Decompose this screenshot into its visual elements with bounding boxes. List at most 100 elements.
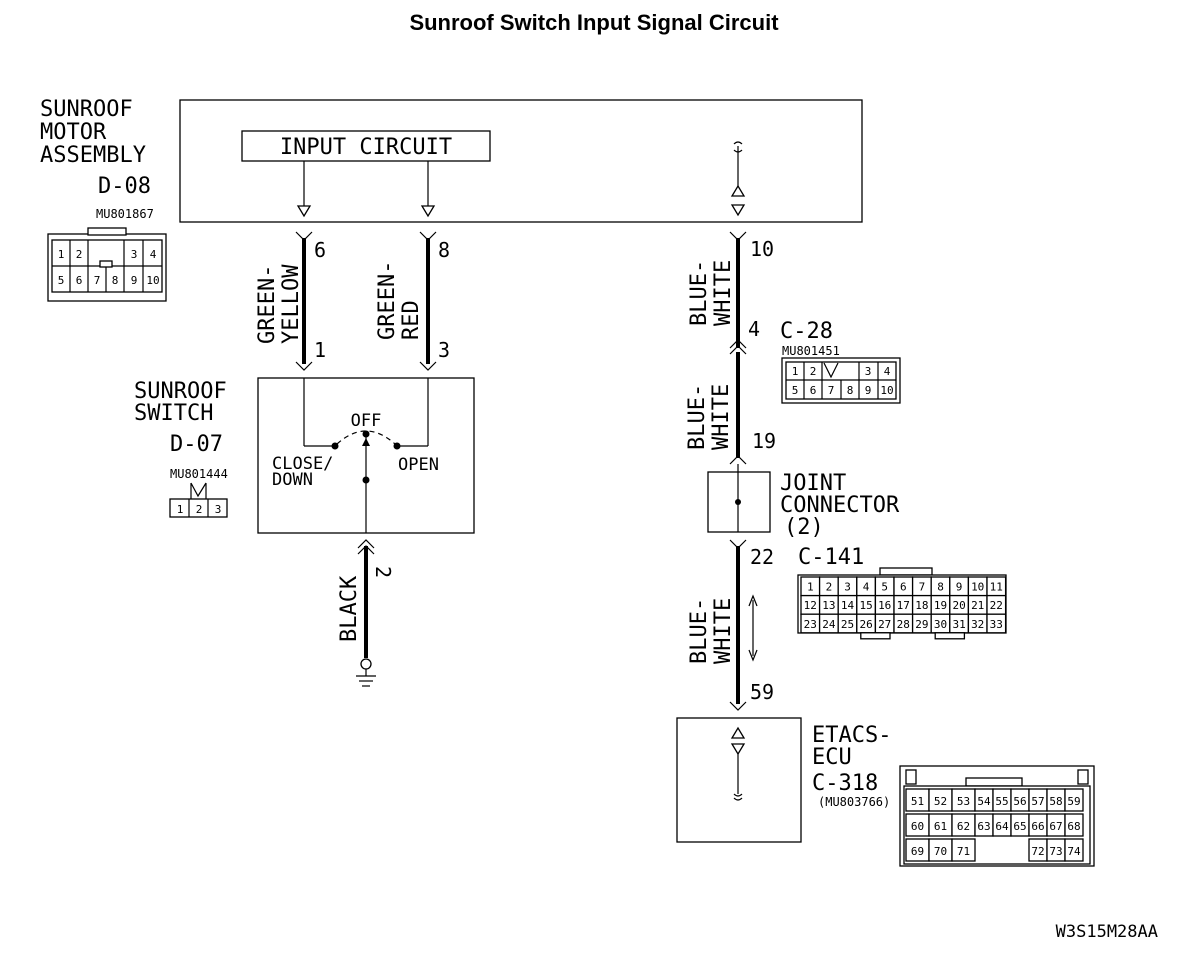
pin-number: 26 <box>859 618 872 631</box>
arrow-up-icon <box>730 184 746 197</box>
connector-key <box>860 632 891 640</box>
connector-cell <box>951 838 976 862</box>
ground-terminal-icon <box>360 658 372 670</box>
wire-blue-white-middle: 19 BLUE- WHITE <box>685 352 776 465</box>
svg-text:7: 7 <box>94 274 101 287</box>
figure-code: W3S15M28AA <box>1056 922 1158 942</box>
svg-text:2: 2 <box>196 503 203 516</box>
pin-number: 27 <box>878 618 891 631</box>
connector-cell <box>986 613 1007 634</box>
pin-number: 54 <box>977 795 991 808</box>
pin-number: 2 <box>826 581 833 594</box>
svg-text:3: 3 <box>865 365 872 378</box>
pin-number: 10 <box>971 581 984 594</box>
wire-color-label: BLUE- <box>685 384 710 450</box>
pin-label: 19 <box>752 429 776 453</box>
switch-name-line-1: SUNROOF <box>134 379 227 404</box>
pin-number: 31 <box>952 618 965 631</box>
arrow-down-icon <box>730 204 746 217</box>
arrow-down-icon <box>296 205 312 218</box>
pin-number: 51 <box>911 795 924 808</box>
input-circuit-box <box>241 130 491 162</box>
connector-key <box>934 632 966 640</box>
ecu-name-line-1: ETACS- <box>812 723 891 748</box>
pin-label: 1 <box>314 338 326 362</box>
pin-number: 29 <box>915 618 928 631</box>
svg-text:5: 5 <box>58 274 65 287</box>
pin-number: 15 <box>859 599 872 612</box>
pin-number: 56 <box>1013 795 1026 808</box>
sunroof-switch: SUNROOF SWITCH D-07 MU801444 OFF CLOSE/ … <box>134 377 475 534</box>
pin-number: 60 <box>911 820 924 833</box>
pin-number: 59 <box>1067 795 1080 808</box>
pin-label: 22 <box>750 545 774 569</box>
diagram-title: Sunroof Switch Input Signal Circuit <box>409 10 779 35</box>
pin-number: 13 <box>822 599 835 612</box>
pin-number: 9 <box>956 581 963 594</box>
pin-label: 6 <box>314 238 326 262</box>
pin-number: 18 <box>915 599 928 612</box>
switch-name-line-2: SWITCH <box>134 401 213 426</box>
wire-color-label: RED <box>399 300 424 340</box>
wire-black: 2 BLACK <box>337 539 395 687</box>
pin-number: 65 <box>1013 820 1026 833</box>
double-arrow-icon <box>748 594 758 662</box>
joint-connector-name-line-1: JOINT <box>780 471 846 496</box>
pin-number: 24 <box>822 618 836 631</box>
wire-color-label: GREEN- <box>375 261 400 340</box>
switch-position-open: OPEN <box>398 455 439 475</box>
wire-color-label: WHITE <box>711 260 736 326</box>
wire-color-label: BLUE- <box>687 260 712 326</box>
pin-number: 64 <box>995 820 1009 833</box>
input-circuit-label: INPUT CIRCUIT <box>280 135 452 160</box>
svg-text:7: 7 <box>828 384 835 397</box>
ecu-part-no: (MU803766) <box>818 795 890 809</box>
wire-color-label: WHITE <box>711 598 736 664</box>
pin-number: 32 <box>971 618 984 631</box>
break-mark-icon <box>733 141 743 186</box>
pin-number: 12 <box>804 599 817 612</box>
pin-number: 25 <box>841 618 854 631</box>
sunroof-motor-assembly: SUNROOF MOTOR ASSEMBLY D-08 MU801867 INP… <box>40 97 863 302</box>
connector-c28-part-no: MU801451 <box>782 344 840 358</box>
pin-number: 52 <box>934 795 947 808</box>
switch-position-close: CLOSE/ <box>272 454 333 474</box>
pin-number: 21 <box>971 599 984 612</box>
pin-number: 71 <box>957 845 970 858</box>
svg-text:2: 2 <box>76 248 83 261</box>
ecu-name-line-2: ECU <box>812 745 852 770</box>
pin-number: 17 <box>897 599 910 612</box>
arrow-up-icon <box>730 726 746 739</box>
pin-number: 16 <box>878 599 891 612</box>
switch-part-no: MU801444 <box>170 467 228 481</box>
svg-text:2: 2 <box>810 365 817 378</box>
pin-number: 61 <box>934 820 947 833</box>
pin-number: 33 <box>990 618 1003 631</box>
pin-number: 67 <box>1049 820 1062 833</box>
joint-connector-name-line-3: (2) <box>784 515 824 540</box>
pin-number: 1 <box>807 581 814 594</box>
connector-d08: 1 2 3 4 5 6 7 8 9 10 <box>47 227 167 302</box>
connector-cell <box>1064 813 1084 837</box>
pin-number: 70 <box>934 845 947 858</box>
svg-text:4: 4 <box>150 248 157 261</box>
pin-number: 5 <box>881 581 888 594</box>
pin-number: 74 <box>1067 845 1081 858</box>
wire-blue-white-upper: 10 4 BLUE- WHITE <box>687 231 774 348</box>
connector-c28: C-28 MU801451 1 2 3 4 5 6 7 8 9 10 <box>729 319 901 404</box>
switch-id: D-07 <box>170 432 223 457</box>
wire-green-red: 8 3 GREEN- RED <box>375 231 450 371</box>
motor-assembly-name-line-3: ASSEMBLY <box>40 143 146 168</box>
ecu-connector-id: C-318 <box>812 771 878 796</box>
svg-text:10: 10 <box>146 274 159 287</box>
pin-number: 4 <box>863 581 870 594</box>
pin-number: 58 <box>1049 795 1062 808</box>
pin-number: 22 <box>990 599 1003 612</box>
motor-assembly-box <box>179 99 863 223</box>
pin-number: 28 <box>897 618 910 631</box>
connector-cell <box>1064 838 1084 862</box>
pin-number: 6 <box>900 581 907 594</box>
pin-number: 30 <box>934 618 947 631</box>
